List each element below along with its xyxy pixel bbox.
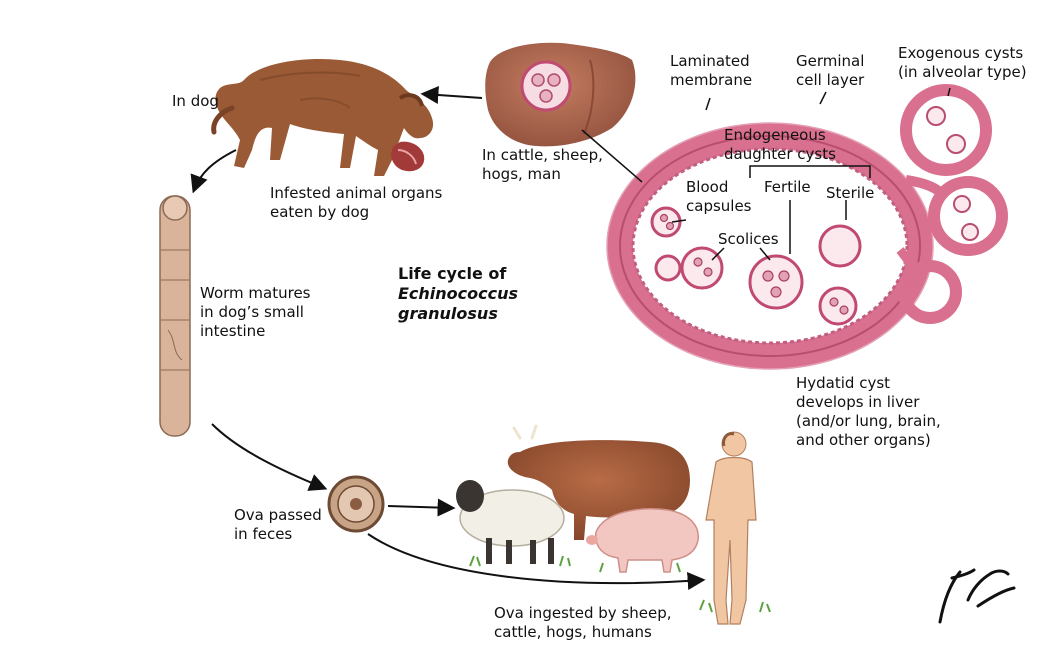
label-hydatid-cyst: Hydatid cyst develops in liver (and/or l… <box>796 374 941 449</box>
leader-blood-capsules <box>671 219 687 223</box>
cycle-arrows <box>190 86 706 590</box>
leader-liver-to-cyst <box>581 129 643 183</box>
leader-laminated <box>705 97 711 111</box>
liver-illustration <box>485 42 636 147</box>
leader-exogenous <box>947 87 951 97</box>
label-blood-capsules: Blood capsules <box>686 178 752 215</box>
label-ova-ingested: Ova ingested by sheep, cattle, hogs, hum… <box>494 604 672 641</box>
label-intermediate-hosts: In cattle, sheep, hogs, man <box>482 146 603 183</box>
human-illustration <box>705 431 757 625</box>
arrow-ovum-to-sheep <box>387 498 456 517</box>
label-exogenous-cysts: Exogenous cysts (in alveolar type) <box>898 44 1027 81</box>
label-in-dog: In dog <box>172 92 219 110</box>
label-endogeneous-daughter-cysts: Endogeneous daughter cysts <box>724 126 836 163</box>
label-ova-passed: Ova passed in feces <box>234 506 322 543</box>
label-germinal-cell-layer: Germinal cell layer <box>796 52 865 89</box>
arrow-ovum-to-human <box>367 533 706 590</box>
leader-lines <box>581 87 951 261</box>
adult-worm <box>159 195 191 437</box>
label-scolices: Scolices <box>718 230 779 248</box>
label-laminated-membrane: Laminated membrane <box>670 52 753 89</box>
leader-endogeneous <box>749 165 871 178</box>
label-worm-matures: Worm matures in dog’s small intestine <box>200 284 311 340</box>
pig-illustration <box>586 508 699 573</box>
signature-mark <box>938 568 1016 624</box>
grass <box>469 555 771 613</box>
dog-illustration <box>211 58 434 176</box>
label-sterile: Sterile <box>826 184 875 202</box>
arrow-dog-to-worm <box>190 149 237 194</box>
sheep-illustration <box>456 480 565 564</box>
arrow-liver-to-dog <box>420 86 483 104</box>
label-organs-eaten: Infested animal organs eaten by dog <box>270 184 443 221</box>
hydatid-cyst <box>606 84 1008 370</box>
ovum <box>327 475 385 533</box>
label-fertile: Fertile <box>764 178 811 196</box>
arrow-worm-to-ovum <box>211 423 328 491</box>
leader-scolices <box>711 247 771 261</box>
leader-germinal <box>819 91 827 105</box>
diagram-title: Life cycle of Echinococcus granulosus <box>398 264 519 323</box>
